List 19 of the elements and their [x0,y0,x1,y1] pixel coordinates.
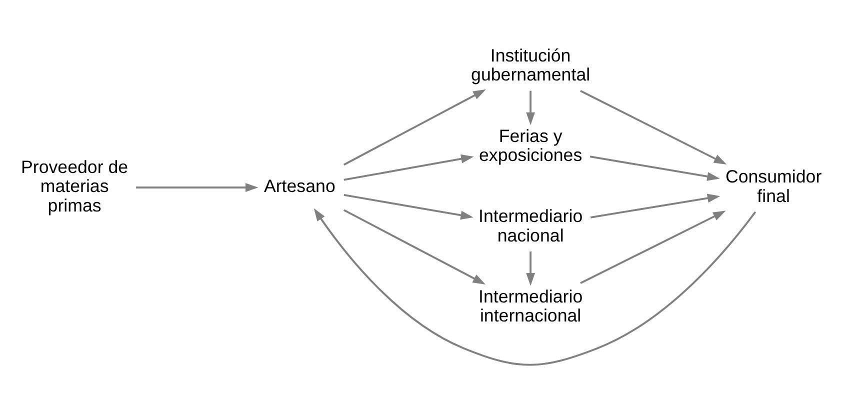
node-text: Institución gubernamental [471,44,590,84]
arrow [344,194,474,220]
node-text: Intermediario nacional [478,206,583,245]
node-text: Intermediario internacional [478,286,583,326]
arrow [343,88,486,166]
arrow [526,251,536,286]
arrow [590,193,720,218]
node-text: Consumidor final [725,166,822,206]
node-text: Proveedor de materias primas [20,156,128,215]
arrow [590,155,720,180]
arrow [136,182,258,192]
arrow [580,90,727,164]
node-text: Artesano [264,176,336,196]
arrow [526,90,536,125]
arrow [343,208,486,284]
arrow [314,208,756,366]
arrow [580,210,726,284]
arrow [344,154,474,180]
node-text: Ferias y exposiciones [478,125,582,164]
